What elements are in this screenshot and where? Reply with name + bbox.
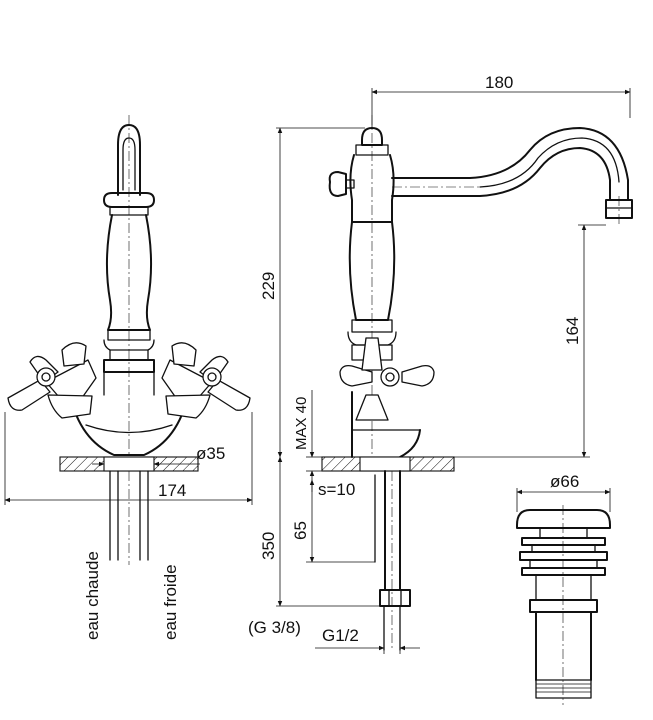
dim-shank-length: 65	[291, 521, 310, 540]
dim-hose-thread: (G 3/8)	[248, 618, 301, 637]
dim-total-height: 229	[259, 272, 278, 300]
label-hot-water: eau chaude	[83, 551, 102, 640]
dim-hose-length: 350	[259, 532, 278, 560]
dim-spout-height: 164	[563, 317, 582, 345]
dim-waste-diameter: ø66	[550, 472, 579, 491]
dim-hole-diameter: ø35	[196, 444, 225, 463]
dim-shank-thread: G1/2	[322, 626, 359, 645]
dim-wall-thickness: s=10	[318, 480, 355, 499]
dim-spout-reach: 180	[485, 73, 513, 92]
label-cold-water: eau froide	[161, 564, 180, 640]
waste-drain-view	[516, 488, 611, 705]
side-view	[276, 88, 633, 654]
front-view	[4, 115, 253, 565]
dim-handle-span: 174	[158, 481, 186, 500]
dim-max-deck: MAX 40	[293, 397, 310, 450]
